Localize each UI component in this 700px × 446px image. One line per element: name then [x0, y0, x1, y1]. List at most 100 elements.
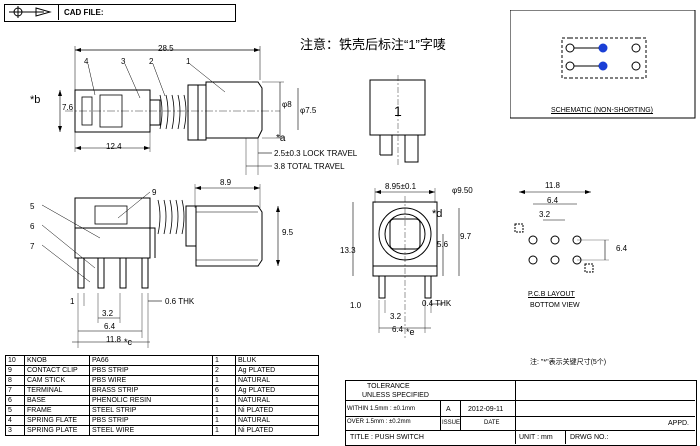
dim-6-4: 6.4 [104, 322, 116, 331]
dim-end-6-4: 6.4 [392, 325, 404, 334]
dim-9-5: 9.5 [282, 228, 294, 237]
key-dim-e: *e [406, 327, 415, 337]
bom-cell-name: TERMINAL [24, 385, 90, 396]
revision: A [446, 406, 451, 413]
bom-cell-name: FRAME [24, 405, 90, 416]
bom-cell-no: 8 [5, 375, 25, 386]
callout-5: 5 [30, 202, 35, 211]
bom-cell-material: STEEL WIRE [89, 425, 213, 436]
pcb-dim-6-4-v: 6.4 [616, 244, 628, 253]
bom-cell-name: KNOB [24, 355, 90, 366]
dim-0-4-thk: 0.4 THK [422, 299, 452, 308]
pcb-layout-drawing [514, 190, 609, 273]
dim-12-4: 12.4 [106, 142, 122, 151]
bom-cell-finish: BLUK [235, 355, 319, 366]
bom-cell-finish: Ag PLATED [235, 385, 319, 396]
bom-cell-no: 4 [5, 415, 25, 426]
bom-cell-material: STEEL STRIP [89, 405, 213, 416]
callout-2: 2 [149, 57, 154, 66]
callout-3: 3 [121, 57, 126, 66]
dim-11-8: 11.8 [106, 335, 121, 344]
dim-end-3-2: 3.2 [390, 312, 402, 321]
bom-cell-name: SPRING PLATE [24, 425, 90, 436]
key-dim-a: *a [276, 133, 286, 144]
bom-cell-name: BASE [24, 395, 90, 406]
side-section-drawing [41, 184, 280, 348]
bom-cell-no: 7 [5, 385, 25, 396]
dim-total-length: 28.5 [158, 44, 174, 53]
bom-cell-finish: NATURAL [235, 415, 319, 426]
cad-file-label: CAD FILE: [64, 8, 104, 17]
unit-label: UNIT : mm [519, 434, 553, 441]
drawing-title: TITLE : PUSH SWITCH [350, 434, 424, 441]
appd-label: APPD. [668, 420, 690, 427]
callout-1: 1 [186, 57, 191, 66]
dim-1-0: 1.0 [350, 301, 362, 310]
marking-1: 1 [394, 103, 402, 119]
pcb-bottom-view: BOTTOM VIEW [530, 302, 580, 309]
bom-cell-material: PBS STRIP [89, 415, 213, 426]
bom-cell-material: PBS WIRE [89, 375, 213, 386]
bom-cell-qty: 1 [212, 355, 236, 366]
bom-cell-no: 9 [5, 365, 25, 376]
bom-cell-finish: Ag PLATED [235, 365, 319, 376]
pcb-dim-3-2: 3.2 [539, 210, 551, 219]
marking-note: 注意：铁壳后标注“1”字唛 [300, 37, 446, 52]
cad-logo-icon [9, 6, 52, 18]
bom-cell-finish: NATURAL [235, 395, 319, 406]
dim-phi9-5: φ9.50 [452, 186, 473, 195]
callout-4: 4 [84, 57, 89, 66]
cad-file-header [4, 4, 236, 22]
tolerance-over: OVER 1.5mm : ±0.2mm [347, 419, 411, 425]
bom-cell-qty: 1 [212, 405, 236, 416]
issue-date: 2012-09-11 [468, 406, 504, 413]
cad-logo [4, 4, 59, 20]
bom-cell-material: BRASS STRIP [89, 385, 213, 396]
callout-7: 7 [30, 242, 35, 251]
pcb-layout-label: P.C.B LAYOUT [528, 291, 575, 298]
dim-phi7-5: φ7.5 [300, 106, 317, 115]
bom-cell-finish: Ni PLATED [235, 425, 319, 436]
bom-cell-no: 6 [5, 395, 25, 406]
pcb-dim-11-8: 11.8 [545, 181, 560, 190]
bom-cell-no: 3 [5, 425, 25, 436]
bom-cell-no: 5 [5, 405, 25, 416]
bom-cell-qty: 1 [212, 425, 236, 436]
bom-cell-name: CAM STICK [24, 375, 90, 386]
drwg-no-label: DRWG NO.: [570, 434, 609, 441]
bom-cell-qty: 1 [212, 375, 236, 386]
bom-cell-name: CONTACT CLIP [24, 365, 90, 376]
dim-0-6-thk: 0.6 THK [165, 297, 195, 306]
dim-9-7: 9.7 [460, 232, 472, 241]
bom-cell-finish: Ni PLATED [235, 405, 319, 416]
bom-cell-no: 10 [5, 355, 25, 366]
bom-cell-name: SPRING FLATE [24, 415, 90, 426]
bom-cell-finish: NATURAL [235, 375, 319, 386]
key-dim-note: 注: "*"表示关键尺寸(5个) [530, 359, 607, 366]
tolerance-within: WITHIN 1.5mm : ±0.1mm [347, 406, 415, 412]
issue-label: ISSUE [442, 420, 461, 426]
lock-travel: 2.5±0.3 LOCK TRAVEL [274, 149, 358, 158]
callout-6: 6 [30, 222, 35, 231]
dim-3-2: 3.2 [102, 309, 114, 318]
bom-cell-qty: 1 [212, 395, 236, 406]
bom-cell-material: PHENOLIC RESIN [89, 395, 213, 406]
schematic-label: SCHEMATIC (NON-SHORTING) [551, 107, 654, 114]
total-travel: 3.8 TOTAL TRAVEL [274, 162, 345, 171]
pcb-dim-6-4: 6.4 [547, 196, 559, 205]
tolerance-label: TOLERANCE [367, 383, 410, 390]
front-view-drawing [369, 75, 426, 165]
unless-specified: UNLESS SPECIFIED [362, 392, 429, 399]
bom-cell-qty: 1 [212, 415, 236, 426]
end-view-drawing [352, 188, 460, 338]
bom-cell-qty: 6 [212, 385, 236, 396]
dim-5-6: 5.6 [437, 240, 449, 249]
